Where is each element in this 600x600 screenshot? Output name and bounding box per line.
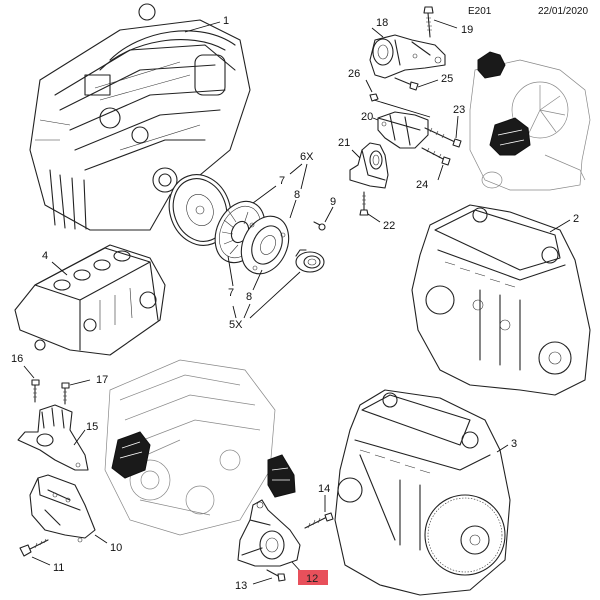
callout-20[interactable]: 20: [361, 111, 373, 123]
pressure-plate-illustration[interactable]: [232, 209, 297, 282]
callout-9[interactable]: 9: [330, 196, 336, 208]
callout-15[interactable]: 15: [86, 421, 98, 433]
callout-10[interactable]: 10: [110, 542, 122, 554]
flywheel-illustration[interactable]: [159, 166, 240, 254]
transmission-mount-18-illustration[interactable]: [369, 34, 446, 79]
bolt-13-illustration[interactable]: [266, 569, 286, 582]
callout-7-bottom[interactable]: 7: [228, 287, 234, 299]
callout-19[interactable]: 19: [461, 24, 473, 36]
callout-25[interactable]: 25: [441, 73, 453, 85]
callout-13[interactable]: 13: [235, 580, 247, 592]
callout-4[interactable]: 4: [42, 250, 48, 262]
bolt-24-illustration[interactable]: [421, 147, 451, 166]
bolt-22-illustration[interactable]: [359, 191, 369, 216]
callout-2[interactable]: 2: [573, 213, 579, 225]
release-bearing-illustration[interactable]: [295, 249, 325, 273]
engine-installed-illustration[interactable]: [104, 359, 296, 536]
bolt-11-illustration[interactable]: [19, 538, 49, 557]
mount-bracket-10-illustration[interactable]: [29, 474, 96, 543]
callout-5x[interactable]: 5X: [229, 319, 243, 331]
callout-26[interactable]: 26: [348, 68, 360, 80]
callout-12-highlight[interactable]: [298, 570, 328, 585]
bolt-14-illustration[interactable]: [304, 512, 334, 529]
bolt-16-illustration[interactable]: [31, 379, 40, 403]
transmission-illustration[interactable]: [469, 51, 591, 191]
long-block-2-illustration[interactable]: [411, 204, 591, 396]
mount-bracket-20-illustration[interactable]: [377, 111, 429, 149]
callout-8-bottom[interactable]: 8: [246, 291, 252, 303]
callout-21[interactable]: 21: [338, 137, 350, 149]
nut-26-illustration[interactable]: [369, 93, 379, 102]
callout-17[interactable]: 17: [96, 374, 108, 386]
callout-14[interactable]: 14: [318, 483, 330, 495]
callout-7-top[interactable]: 7: [279, 175, 285, 187]
callout-3[interactable]: 3: [511, 438, 517, 450]
bolt-25-illustration[interactable]: [394, 77, 419, 91]
engine-mount-12-illustration[interactable]: [237, 499, 301, 567]
bolt-9-illustration[interactable]: [313, 221, 326, 231]
callout-16[interactable]: 16: [11, 353, 23, 365]
callout-22[interactable]: 22: [383, 220, 395, 232]
diagram-date: 22/01/2020: [538, 6, 588, 17]
bolt-23-illustration[interactable]: [424, 127, 462, 148]
callout-6x[interactable]: 6X: [300, 151, 314, 163]
callout-1[interactable]: 1: [223, 15, 229, 27]
callout-18[interactable]: 18: [376, 17, 388, 29]
callout-24[interactable]: 24: [416, 179, 428, 191]
callout-11[interactable]: 11: [53, 562, 64, 574]
callout-12[interactable]: 12: [306, 573, 318, 585]
short-block-illustration[interactable]: [14, 244, 166, 356]
engine-mount-15-illustration[interactable]: [17, 404, 89, 471]
long-block-3-illustration[interactable]: [334, 389, 511, 596]
bolt-19-illustration[interactable]: [423, 6, 434, 38]
torque-rod-mount-21-illustration[interactable]: [349, 142, 389, 189]
bolt-17-illustration[interactable]: [61, 382, 70, 405]
callout-23[interactable]: 23: [453, 104, 465, 116]
callout-8-top[interactable]: 8: [294, 189, 300, 201]
diagram-code: E201: [468, 6, 492, 17]
